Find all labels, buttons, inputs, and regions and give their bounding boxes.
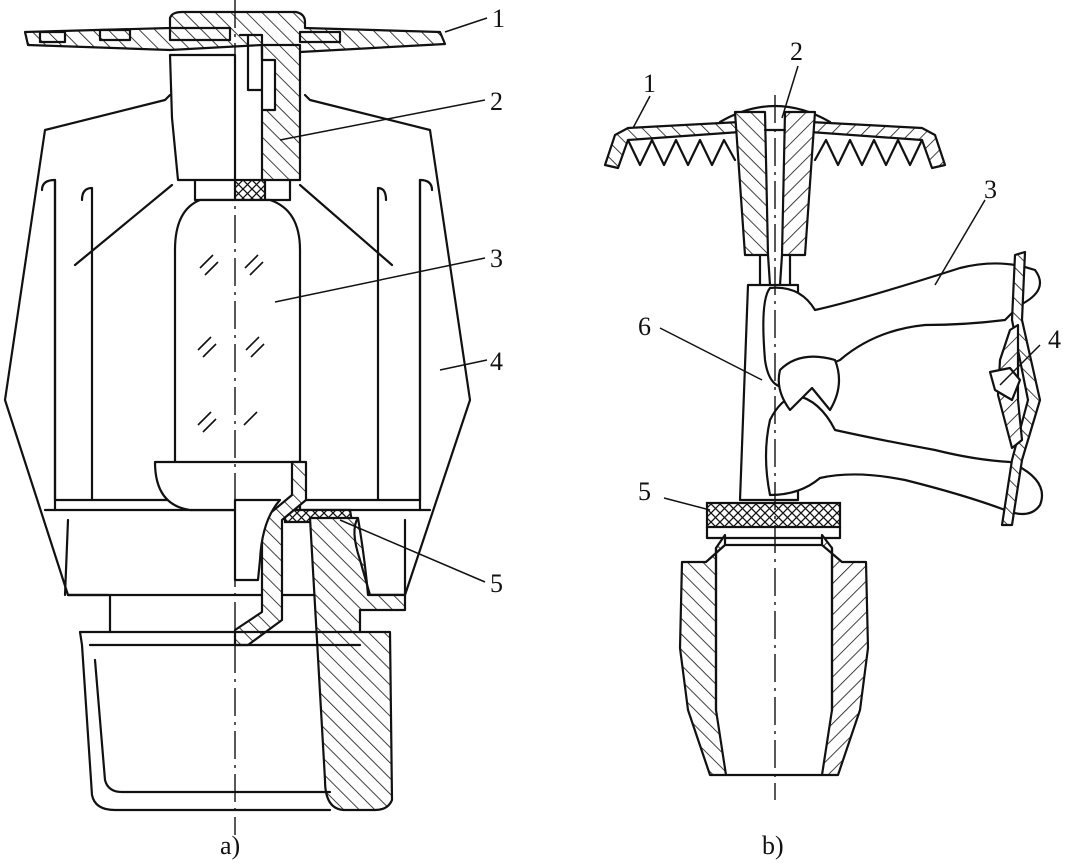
panel-b-drawing: [603, 65, 1044, 800]
deflector-slots: [38, 26, 342, 44]
leader-a-5: [339, 519, 486, 583]
leader-a-1: [444, 17, 488, 33]
caption-a: a): [220, 831, 240, 860]
frame-side-rails: [53, 178, 422, 502]
callout-b-6: 6: [638, 312, 651, 341]
glass-bulb-a: [173, 198, 302, 472]
seat-gasket-a: [233, 178, 267, 202]
callout-a-1: 1: [492, 4, 505, 33]
fusible-link-b: [1000, 250, 1042, 527]
caption-b: b): [762, 831, 784, 860]
leader-a-4: [439, 359, 488, 371]
screw-right-b: [780, 110, 817, 257]
body-step-a: [353, 516, 372, 597]
link-bead-b: [988, 366, 1022, 402]
deflector-teeth-b: [626, 138, 924, 167]
callout-b-1: 1: [643, 69, 656, 98]
seal-plate-b: [705, 501, 842, 529]
frame-inner-right: [298, 178, 434, 512]
callout-a-3: 3: [490, 244, 503, 273]
leader-a-3: [274, 257, 486, 303]
leader-b-3: [934, 199, 986, 286]
nozzle-bore-b: [714, 543, 834, 777]
screw-slot-a: [238, 33, 264, 112]
callout-a-5: 5: [490, 569, 503, 598]
nozzle-right-b: [820, 533, 870, 777]
callout-b-5: 5: [638, 477, 651, 506]
leader-b-6: [659, 327, 763, 381]
nozzle-left-b: [678, 533, 728, 777]
leader-b-4: [999, 344, 1041, 386]
leader-a-2: [279, 99, 486, 141]
screw-left-b: [733, 110, 770, 257]
leader-b-5: [663, 497, 711, 511]
lever-joint-b: [777, 355, 841, 412]
body-section-a: [308, 516, 407, 812]
seal-plate-base-b: [705, 525, 842, 540]
adjust-screw-a: [260, 43, 302, 182]
callout-b-2: 2: [790, 37, 803, 66]
panel-a-drawing: [3, 0, 488, 835]
bottom-cap-a: [78, 630, 362, 812]
callout-b-3: 3: [984, 175, 997, 204]
nipple-hollow-a: [233, 498, 282, 582]
lever-lower-b: [764, 393, 1044, 516]
callout-b-4: 4: [1048, 325, 1061, 354]
leader-b-1: [632, 95, 651, 129]
bulb-glints-a: [197, 254, 265, 433]
leader-b-2: [781, 65, 799, 119]
callout-a-4: 4: [490, 347, 503, 376]
callout-a-2: 2: [490, 87, 503, 116]
screw-body-a: [168, 53, 237, 182]
frame-inner-left: [40, 178, 174, 512]
